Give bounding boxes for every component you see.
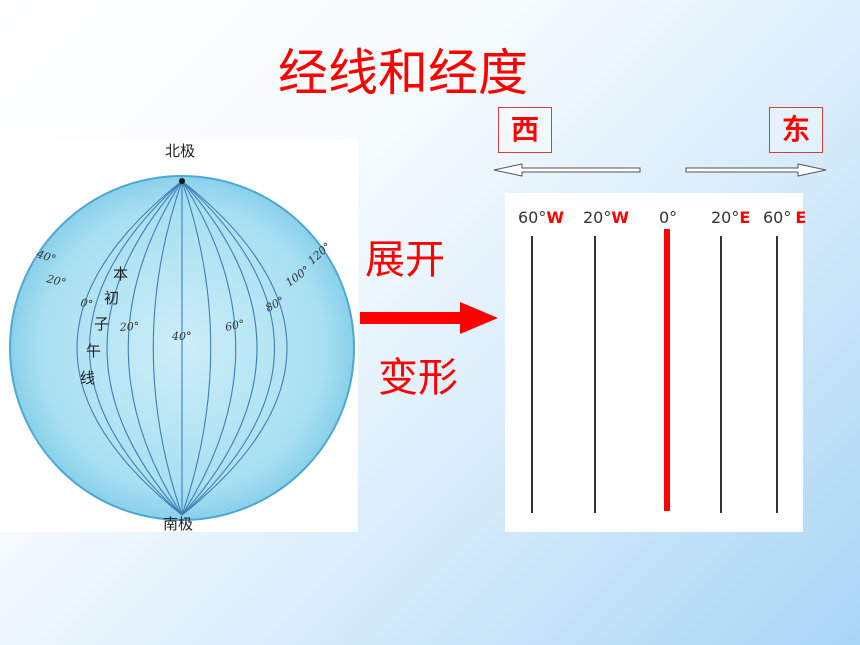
west-label: 西	[498, 107, 552, 153]
prime-meridian-char-2: 初	[104, 289, 119, 307]
deg-label-e60: 60°	[224, 317, 246, 334]
meridian-strip	[531, 229, 778, 513]
right-arrow-icon	[360, 302, 498, 334]
globe-panel: 北极 南极 本 初 子 午 线 40° 20° 0° 20° 40° 60° 8…	[0, 139, 358, 533]
prime-meridian-char-4: 午	[86, 342, 101, 360]
meridian-curve	[181, 180, 276, 516]
meridian-lines	[76, 180, 288, 516]
deg-label-0: 0°	[79, 296, 94, 311]
strip-label-20e: 20°E	[711, 208, 751, 227]
deg-label-e40: 40°	[171, 330, 192, 343]
meridian-curve	[106, 180, 183, 516]
prime-meridian-char-5: 线	[80, 369, 95, 387]
meridian-curve	[181, 180, 258, 516]
strip-label-0: 0°	[659, 208, 678, 227]
unfolded-strip-panel	[505, 193, 803, 532]
meridian-curve	[76, 180, 183, 516]
unfold-label: 展开	[365, 237, 445, 283]
deform-label: 变形	[378, 355, 458, 401]
meridian-curve	[152, 180, 183, 516]
meridian-curve	[181, 180, 237, 516]
globe-diagram: 北极 南极 本 初 子 午 线 40° 20° 0° 20° 40° 60° 8…	[9, 142, 355, 533]
west-arrow-icon	[493, 163, 641, 177]
meridian-curve	[181, 180, 212, 516]
page-title: 经线和经度	[278, 44, 528, 102]
deg-label-e20: 20°	[118, 320, 139, 334]
prime-meridian-char-1: 本	[113, 265, 128, 283]
direction-arrows	[493, 163, 827, 177]
strip-label-60w: 60°W	[518, 208, 565, 227]
east-arrow-icon	[685, 163, 827, 177]
south-pole-label: 南极	[163, 515, 193, 532]
deg-label-w40: 40°	[34, 247, 58, 266]
meridian-curve	[88, 180, 183, 516]
meridian-curve	[127, 180, 183, 516]
meridian-curve	[181, 180, 288, 516]
north-pole-label: 北极	[165, 142, 195, 160]
deg-label-w20: 20°	[44, 272, 67, 290]
prime-meridian-char-3: 子	[94, 315, 109, 333]
north-pole-dot	[179, 178, 185, 184]
strip-label-60e: 60°E	[763, 208, 807, 227]
east-label: 东	[769, 107, 823, 153]
strip-label-20w: 20°W	[583, 208, 630, 227]
